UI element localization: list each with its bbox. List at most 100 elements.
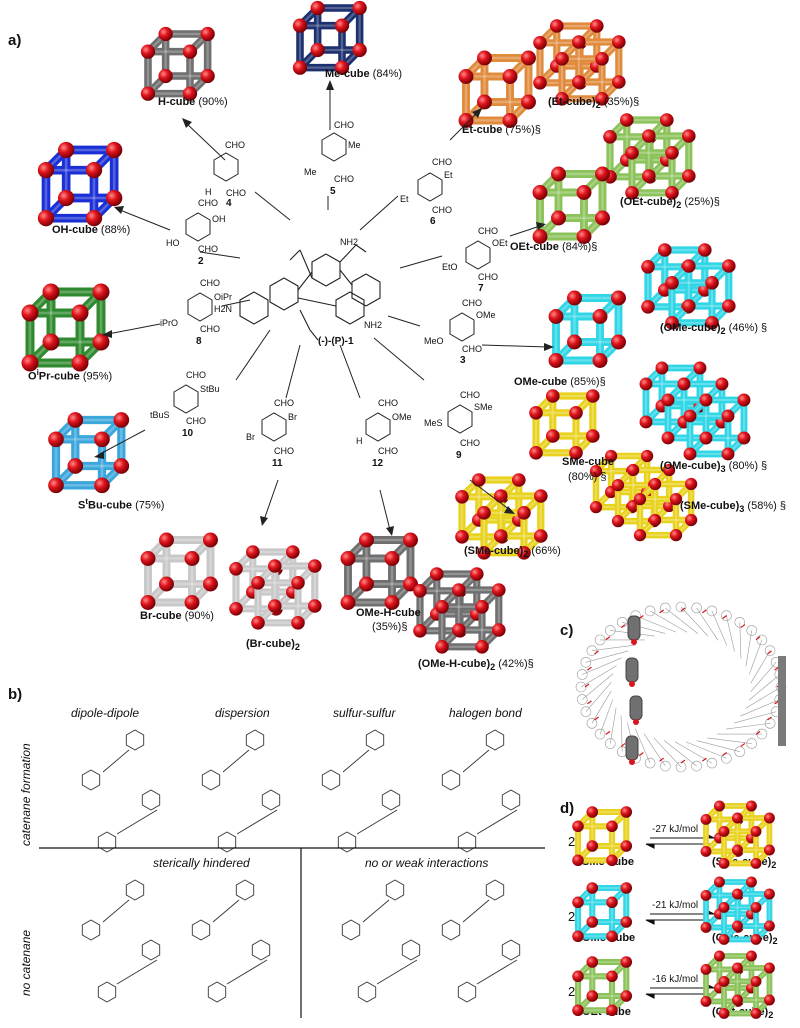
compound-number-9: 9 [456, 450, 462, 461]
scheme-arrows [99, 86, 549, 531]
cpd4-cho-bot: CHO [226, 188, 246, 198]
h-cube-model [140, 26, 215, 101]
title-sterically-hindered: sterically hindered [153, 856, 250, 870]
label-et-cube-dimer: (Et-cube)2 (35%)§ [548, 96, 640, 111]
benzene-rings [173, 132, 491, 442]
cpd9-mes: MeS [424, 418, 443, 428]
eq3-energy: -16 kJ/mol [652, 974, 699, 985]
cpd8-cho-bot: CHO [200, 324, 220, 334]
central-core [239, 244, 381, 341]
et-dimer-model-b [555, 35, 626, 106]
eq2-coef: 2 [568, 909, 576, 924]
cpd4-h: H [205, 187, 212, 197]
compound-number-11: 11 [272, 458, 283, 469]
ome-trimer-model-c [683, 393, 751, 461]
cpd3-meo: MeO [424, 336, 444, 346]
cpd12-ome: OMe [392, 412, 412, 422]
cage-guest-0 [627, 615, 641, 641]
label-oipr-cube: OiPr-cube (95%) [28, 368, 113, 383]
cpd10-stbu: StBu [200, 384, 220, 394]
cpd9-sme: SMe [474, 402, 493, 412]
eq2-energy: -21 kJ/mol [652, 900, 699, 911]
eq3-coef: 2 [568, 984, 576, 999]
panel-a-label: a) [8, 32, 22, 49]
core-nh2-top: NH2 [340, 237, 358, 247]
cage-guest-3 [625, 735, 639, 761]
sme-trimer-model-c [633, 477, 698, 542]
cpd2-oh: OH [212, 214, 226, 224]
equilibrium-arrows [645, 833, 715, 999]
label-ome-cube: OMe-cube (85%)§ [514, 376, 606, 388]
sme-cube-model [529, 389, 600, 460]
cpd12-h: H [356, 436, 363, 446]
panel-d: 2 2 2 SMe-cube OMe-cube OEt-cube -27 kJ/… [560, 810, 796, 1024]
panel-b: catenane formation no catenane dipole-di… [15, 706, 545, 1018]
compound-number-2: 2 [198, 256, 204, 267]
cpd11-br-left: Br [246, 432, 255, 442]
title-no-weak-interactions: no or weak interactions [365, 856, 489, 870]
cpd2-cho-top: CHO [198, 198, 218, 208]
compound-number-8: 8 [196, 336, 202, 347]
cpd8-cho-top: CHO [200, 278, 220, 288]
title-halogen-bond: halogen bond [449, 706, 522, 720]
cpd12-cho-bot: CHO [378, 446, 398, 456]
sme-trimer-model-a [589, 449, 654, 514]
label-sme-cube-yield: (80%) § [568, 471, 607, 483]
cpd11-cho-bot: CHO [274, 446, 294, 456]
cpd3-ome: OMe [476, 310, 496, 320]
cpd2-ho: HO [166, 238, 180, 248]
cpd2-cho-bot: CHO [198, 244, 218, 254]
label-ome-cube-trimer: (OMe-cube)3 (80%) § [660, 460, 768, 475]
cpd5-cho-bot: CHO [334, 174, 354, 184]
title-sulfur-sulfur: sulfur-sulfur [333, 706, 396, 720]
arrowheads [94, 80, 554, 536]
label-omeh-cube: OMe-H-cube [356, 607, 421, 619]
label-sme-cube: SMe-cube [562, 456, 614, 468]
cpd9-cho-bot: CHO [460, 438, 480, 448]
compound-number-6: 6 [430, 216, 436, 227]
cpd5-cho-top: CHO [334, 120, 354, 130]
panel-b-structures [39, 729, 545, 1018]
cage-oxygen-marks [584, 607, 782, 764]
reaction-scheme: CHO H CHO CHO Me Me CHO CHO Et Et CHO CH… [94, 80, 554, 536]
compound-number-5: 5 [330, 186, 336, 197]
label-oet-cube-dimer: (OEt-cube)2 (25%)§ [620, 196, 720, 211]
cpd7-oet: OEt [492, 238, 508, 248]
label-ome-cube-dimer: (OMe-cube)2 (46%) § [660, 322, 768, 337]
label-sme-cube-trimer: (SMe-cube)3 (58%) § [680, 500, 786, 515]
br-dimer-model-b [251, 559, 322, 630]
oipr-cube-model [21, 283, 110, 372]
core-h2n-left: H2N [214, 304, 232, 314]
label-stbu-cube: StBu-cube (75%) [78, 497, 165, 512]
cpd5-me-left: Me [304, 167, 317, 177]
cpd5-me-right: Me [348, 140, 361, 150]
ome-dimer-model-b [665, 259, 736, 330]
cpd10-cho-top: CHO [186, 370, 206, 380]
cpd3-cho-bot: CHO [462, 344, 482, 354]
compound-number-10: 10 [182, 428, 194, 439]
omeh-cube-model [340, 532, 418, 610]
cpd4-cho-top: CHO [225, 140, 245, 150]
eq1-coef: 2 [568, 834, 576, 849]
core-nh2-right: NH2 [364, 320, 382, 330]
cpd12-cho-top: CHO [378, 398, 398, 408]
stbu-cube-model [48, 412, 130, 494]
cpd8-ipro: iPrO [160, 318, 178, 328]
label-omeh-cube-yield: (35%)§ [372, 621, 408, 633]
label-br-cube-dimer: (Br-cube)2 [246, 638, 300, 653]
cage-lines [575, 601, 787, 773]
label-br-cube: Br-cube (90%) [140, 610, 214, 622]
oet-dimer-model-b [625, 129, 696, 200]
panel-d-label: d) [560, 800, 575, 817]
compound-number-3: 3 [460, 355, 466, 366]
cage-guest-1 [625, 657, 639, 683]
cage-guest-2 [629, 695, 643, 721]
label-sme-cube-dimer: (SMe-cube)2 (66%) [464, 545, 561, 560]
cpd11-br-right: Br [288, 412, 297, 422]
eq1-energy: -27 kJ/mol [652, 824, 699, 835]
oh-cube-model [37, 141, 123, 227]
cpd7-cho-top: CHO [478, 226, 498, 236]
label-et-cube: Et-cube (75%)§ [462, 124, 541, 136]
oet-cube-model [532, 166, 610, 244]
label-me-cube: Me-cube (84%) [325, 68, 403, 80]
